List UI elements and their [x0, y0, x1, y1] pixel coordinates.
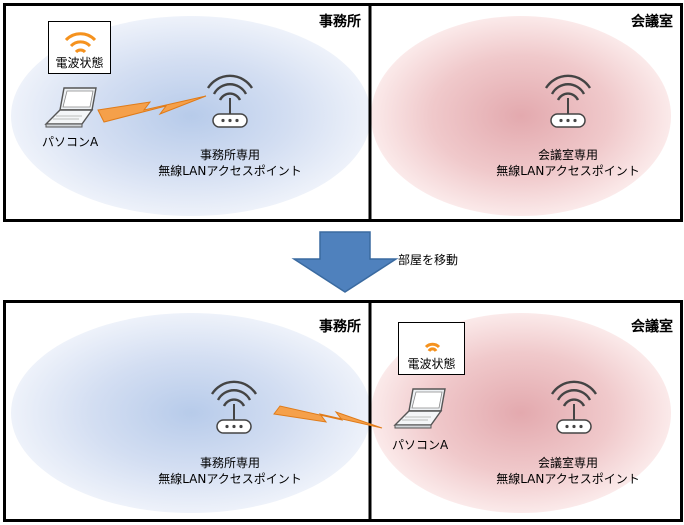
room-label-office: 事務所 — [319, 14, 361, 30]
meeting-ap-label-line1: 会議室専用 — [537, 456, 598, 470]
wireless-link-lightning — [273, 405, 383, 429]
signal-status-label: 電波状態 — [55, 56, 104, 70]
signal-status-box: 電波状態 — [48, 21, 111, 74]
meeting-ap-label-line2: 無線LANアクセスポイント — [496, 164, 640, 178]
meeting-ap-label-line2: 無線LANアクセスポイント — [496, 472, 640, 486]
laptop-icon — [44, 84, 100, 128]
office-coverage-zone — [11, 313, 371, 513]
room-label-office: 事務所 — [319, 319, 361, 335]
office-ap-label-line2: 無線LANアクセスポイント — [158, 472, 302, 486]
office-ap-label-line1: 事務所専用 — [199, 456, 260, 470]
wifi-strong-icon — [64, 32, 97, 54]
access-point-icon — [549, 374, 599, 436]
meeting-coverage-zone — [371, 16, 671, 216]
wireless-link-lightning — [97, 95, 207, 123]
room-label-meeting: 会議室 — [631, 14, 673, 30]
pc-label: パソコンA — [42, 135, 99, 149]
meeting-ap-label-line1: 会議室専用 — [537, 148, 598, 162]
access-point-icon — [205, 68, 255, 130]
room-label-meeting: 会議室 — [631, 319, 673, 335]
signal-status-label: 電波状態 — [407, 357, 456, 371]
access-point-icon — [543, 68, 593, 130]
office-ap-label-line2: 無線LANアクセスポイント — [158, 164, 302, 178]
pc-label: パソコンA — [392, 438, 449, 452]
transition-label: 部屋を移動 — [398, 253, 459, 267]
signal-status-box: 電波状態 — [398, 322, 465, 375]
access-point-icon — [209, 374, 259, 436]
wifi-weak-icon — [424, 342, 441, 352]
laptop-icon — [393, 385, 449, 429]
office-ap-label-line1: 事務所専用 — [199, 148, 260, 162]
move-arrow — [291, 231, 399, 293]
